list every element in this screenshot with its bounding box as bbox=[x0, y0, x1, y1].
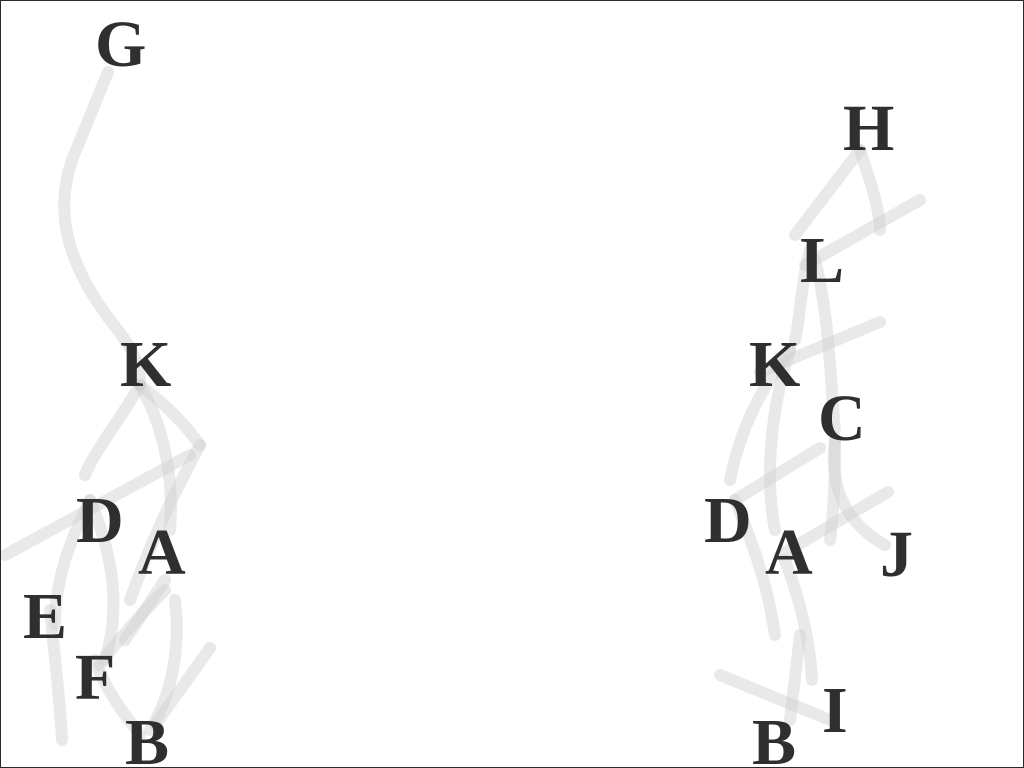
left-branch-d-f bbox=[84, 494, 120, 666]
right-node-label-h: H bbox=[843, 92, 895, 165]
left-branch-mid bbox=[119, 574, 171, 646]
right-branch-c-a bbox=[824, 434, 841, 546]
left-branch-cross-1 bbox=[0, 449, 196, 561]
right-branch-l-c bbox=[809, 254, 841, 436]
right-node-label-d: D bbox=[704, 484, 752, 557]
right-branch-c-j bbox=[827, 434, 891, 551]
right-node-label-c: C bbox=[818, 382, 866, 455]
right-branch-k-a bbox=[764, 344, 796, 536]
right-branch-cross-a bbox=[774, 486, 894, 561]
right-branch-b-cross bbox=[714, 669, 836, 726]
left-branch-d-e bbox=[49, 494, 96, 631]
left-branch-k-d bbox=[79, 379, 146, 481]
left-node-label-b: B bbox=[125, 706, 170, 768]
left-branch-cross-2 bbox=[124, 439, 206, 606]
right-branch-cross-low bbox=[729, 442, 826, 506]
right-branch-a-i bbox=[779, 554, 818, 686]
left-branch-g-k bbox=[58, 66, 146, 391]
left-node-label-d: D bbox=[76, 484, 124, 557]
left-node-label-f: F bbox=[75, 641, 116, 714]
left-node-label-a: A bbox=[138, 516, 186, 589]
right-branch-h-right bbox=[854, 144, 886, 236]
right-branch-h-l bbox=[789, 144, 866, 241]
left-node-label-g: G bbox=[95, 8, 147, 81]
left-branch-a-f bbox=[94, 584, 171, 671]
left-branch-k-a bbox=[134, 379, 177, 536]
left-branch-right-b bbox=[149, 642, 216, 731]
left-branch-k-right bbox=[134, 379, 206, 451]
left-node-label-e: E bbox=[23, 580, 68, 653]
left-node-label-k: K bbox=[120, 328, 172, 401]
right-branch-d-b bbox=[729, 494, 781, 641]
left-branch-f-b bbox=[89, 654, 146, 741]
right-branch-l-k bbox=[789, 244, 816, 346]
right-node-label-i: I bbox=[822, 674, 848, 747]
left-branch-a-b bbox=[144, 594, 183, 736]
right-branch-cross-mid bbox=[754, 316, 886, 378]
left-branch-e-b bbox=[44, 604, 68, 746]
right-node-label-k: K bbox=[749, 328, 801, 401]
right-node-label-a: A bbox=[765, 516, 813, 589]
right-node-label-b: B bbox=[752, 706, 797, 768]
right-branch-k-d bbox=[724, 344, 796, 486]
right-branch-vertical-b bbox=[784, 629, 806, 726]
right-node-label-l: L bbox=[800, 224, 845, 297]
right-node-label-j: J bbox=[880, 518, 913, 591]
right-branch-cross-top bbox=[799, 194, 926, 271]
